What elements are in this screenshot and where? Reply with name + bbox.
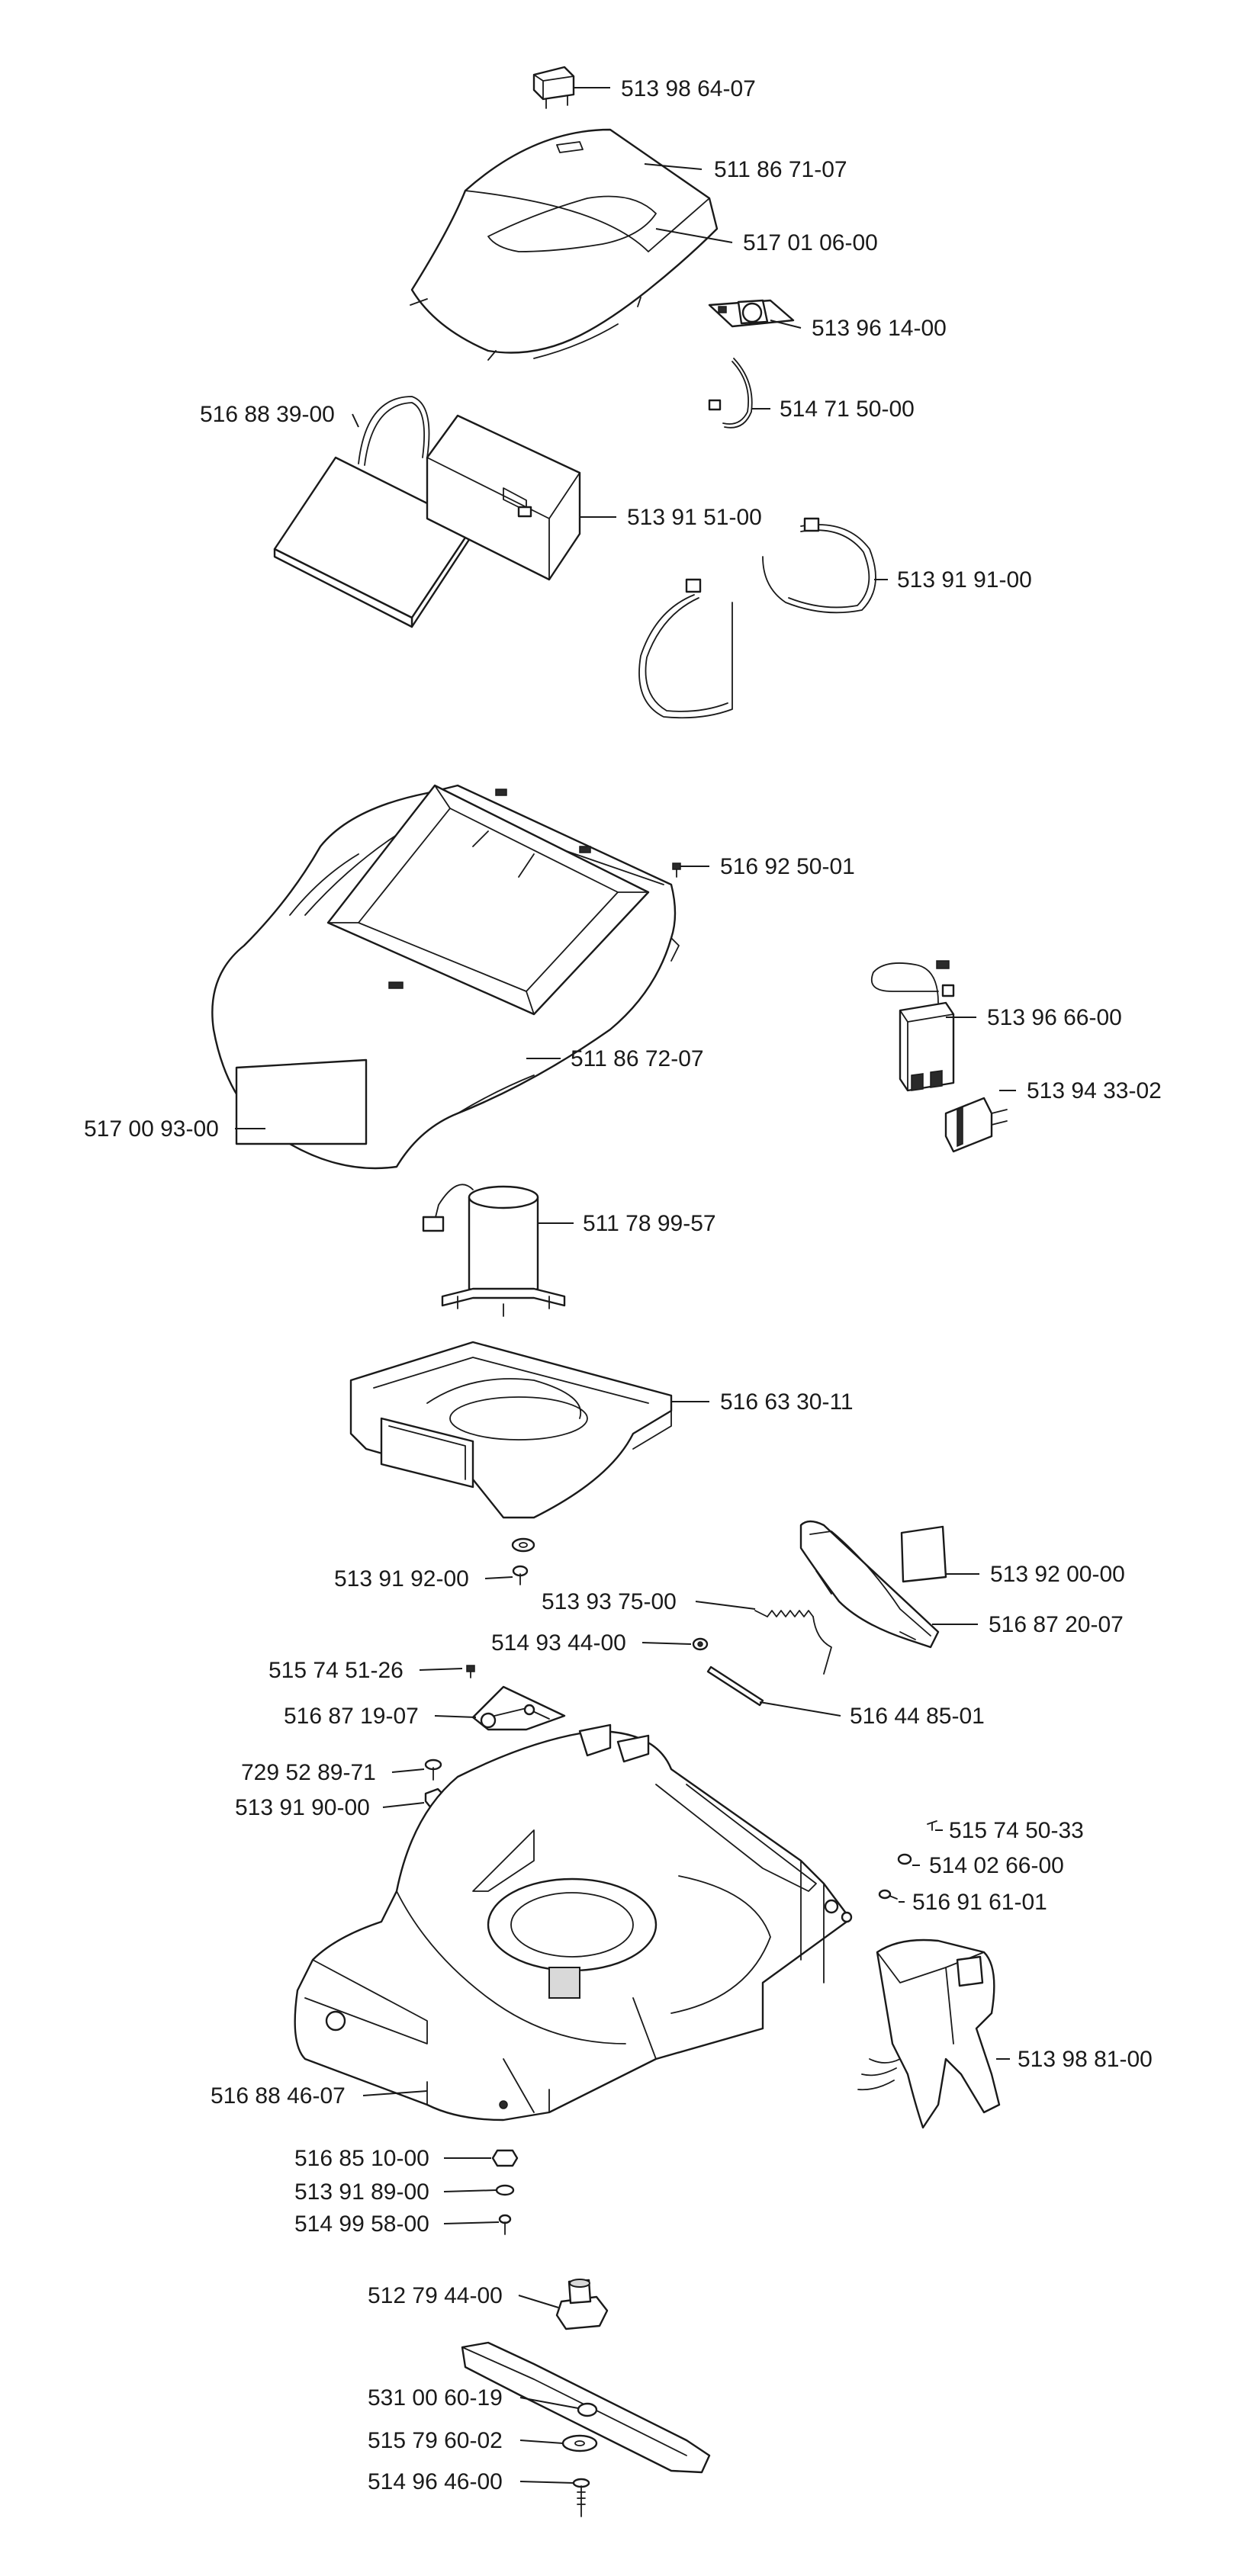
label-top-cap: 513 98 64-07 bbox=[621, 76, 756, 101]
label-washer: 513 91 89-00 bbox=[294, 2179, 429, 2205]
spring-drawing bbox=[754, 1610, 832, 1675]
label-rod: 516 44 85-01 bbox=[850, 1704, 985, 1729]
screw-small-drawing bbox=[466, 1665, 475, 1678]
label-upper-cover: 511 86 71-07 bbox=[714, 157, 847, 182]
rear-flap-drawing bbox=[799, 1520, 940, 1649]
motor-housing-drawing bbox=[349, 1341, 673, 1519]
label-spring: 513 93 75-00 bbox=[542, 1589, 677, 1614]
label-clip: 513 91 90-00 bbox=[235, 1795, 370, 1820]
label-cover-grip: 517 01 06-00 bbox=[743, 230, 878, 255]
label-switch: 513 96 14-00 bbox=[812, 316, 947, 341]
charger-drawing bbox=[870, 960, 955, 1092]
label-main-cover: 511 86 72-07 bbox=[571, 1046, 704, 1071]
label-pin-right: 516 91 61-01 bbox=[912, 1890, 1047, 1915]
plug-drawing bbox=[944, 1097, 1008, 1153]
label-blade-bolt: 514 96 46-00 bbox=[368, 2469, 503, 2494]
switch-drawing bbox=[708, 299, 795, 328]
label-cable-loops: 513 91 91-00 bbox=[897, 567, 1032, 593]
label-screw-small: 515 74 51-26 bbox=[268, 1658, 404, 1683]
label-battery-box: 513 91 51-00 bbox=[627, 505, 762, 530]
label-plate: 513 92 00-00 bbox=[990, 1562, 1125, 1587]
blade-washer-drawing bbox=[561, 2434, 598, 2452]
label-blade-hub: 512 79 44-00 bbox=[368, 2283, 503, 2308]
battery-box-drawing bbox=[426, 414, 581, 581]
top-cap-drawing bbox=[532, 66, 575, 109]
mower-deck-drawing bbox=[294, 1723, 853, 2122]
label-screw-washer: 513 91 92-00 bbox=[334, 1566, 469, 1592]
label-battery: 516 88 39-00 bbox=[200, 402, 335, 427]
label-short-cable: 514 71 50-00 bbox=[780, 397, 915, 422]
upper-cover-drawing bbox=[410, 128, 719, 361]
label-plug: 513 94 33-02 bbox=[1027, 1078, 1162, 1103]
label-flap-bracket: 516 87 19-07 bbox=[284, 1704, 419, 1729]
label-charger: 513 96 66-00 bbox=[987, 1005, 1122, 1030]
label-blade-washer: 515 79 60-02 bbox=[368, 2428, 503, 2453]
label-mower-deck: 516 88 46-07 bbox=[211, 2083, 346, 2109]
label-rear-flap: 516 87 20-07 bbox=[989, 1612, 1124, 1637]
screw-upper-drawing bbox=[672, 862, 681, 878]
label-decal: 517 00 93-00 bbox=[84, 1116, 219, 1142]
blade-bolt-drawing bbox=[572, 2478, 590, 2517]
washer-under-housing bbox=[511, 1537, 535, 1553]
lower-hardware-drawing bbox=[491, 2149, 519, 2235]
label-bolt: 729 52 89-71 bbox=[241, 1760, 376, 1785]
main-cover-drawing bbox=[211, 784, 680, 1170]
label-grass-bag: 513 98 81-00 bbox=[1018, 2047, 1153, 2072]
label-screw-lower: 514 99 58-00 bbox=[294, 2211, 429, 2237]
flap-bracket-drawing bbox=[471, 1685, 566, 1731]
label-motor-housing: 516 63 30-11 bbox=[720, 1389, 854, 1415]
rod-drawing bbox=[706, 1665, 764, 1707]
short-cable-drawing bbox=[708, 358, 753, 429]
grass-bag-drawing bbox=[857, 1938, 1001, 2129]
cable-loops-drawing bbox=[638, 517, 876, 719]
plate-drawing bbox=[900, 1525, 947, 1583]
label-nut: 514 93 44-00 bbox=[491, 1630, 626, 1656]
label-screw-right: 515 74 50-33 bbox=[949, 1818, 1084, 1843]
nut-drawing bbox=[692, 1637, 709, 1651]
blade-hub-drawing bbox=[555, 2279, 609, 2330]
label-spacer: 516 85 10-00 bbox=[294, 2146, 429, 2171]
motor-drawing bbox=[422, 1184, 566, 1317]
right-hardware-drawing bbox=[878, 1820, 937, 1900]
blade-drawing bbox=[461, 2341, 711, 2474]
screw-washer-drawing bbox=[512, 1565, 529, 1585]
callouts: 513 98 64-07 511 86 71-07 517 01 06-00 5… bbox=[84, 76, 1162, 2494]
label-motor: 511 78 99-57 bbox=[583, 1211, 716, 1236]
label-blade: 531 00 60-19 bbox=[368, 2385, 503, 2411]
label-screw-upper: 516 92 50-01 bbox=[720, 854, 855, 879]
label-washer-right: 514 02 66-00 bbox=[929, 1853, 1064, 1878]
bolt-drawing bbox=[424, 1759, 442, 1781]
